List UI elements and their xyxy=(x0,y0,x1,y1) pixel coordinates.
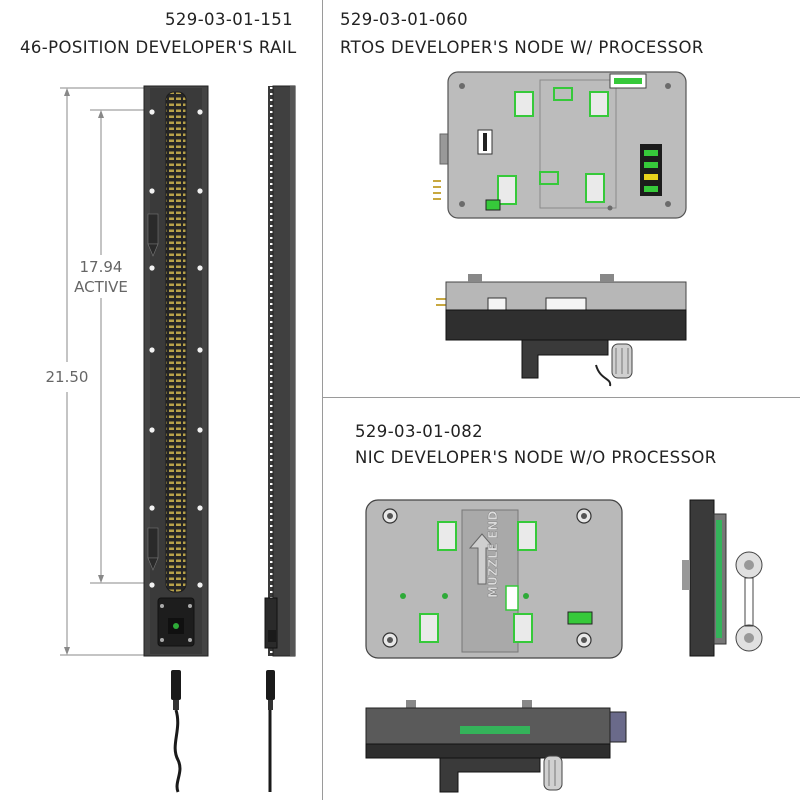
rtos-node-top-view xyxy=(433,71,687,219)
rail-part-number: 529-03-01-151 xyxy=(165,10,294,29)
forward-arrow-top xyxy=(147,213,159,257)
rtos-node-side-view xyxy=(436,274,687,387)
active-length-value: 17.94 xyxy=(79,258,123,276)
rail-front-view xyxy=(143,85,209,793)
nic-node-side-view xyxy=(365,700,627,793)
nic-title: NIC DEVELOPER'S NODE W/O PROCESSOR xyxy=(355,448,717,467)
dimension-lines xyxy=(60,87,145,656)
nic-node-end-view xyxy=(682,499,763,657)
vertical-divider xyxy=(322,0,323,800)
nic-node-top-view: MUZZLE END xyxy=(365,499,623,659)
nic-part-number: 529-03-01-082 xyxy=(355,422,484,441)
rail-title: 46-POSITION DEVELOPER'S RAIL xyxy=(20,38,297,57)
horizontal-divider xyxy=(322,397,800,398)
active-length-label: ACTIVE xyxy=(74,278,128,296)
forward-arrow-bottom xyxy=(147,527,159,571)
rail-side-view xyxy=(264,85,296,792)
rail-power-connector xyxy=(157,597,195,647)
muzzle-end-label: MUZZLE END xyxy=(486,511,500,598)
rtos-title: RTOS DEVELOPER'S NODE W/ PROCESSOR xyxy=(340,38,704,57)
total-length-value: 21.50 xyxy=(45,368,89,386)
rtos-part-number: 529-03-01-060 xyxy=(340,10,469,29)
